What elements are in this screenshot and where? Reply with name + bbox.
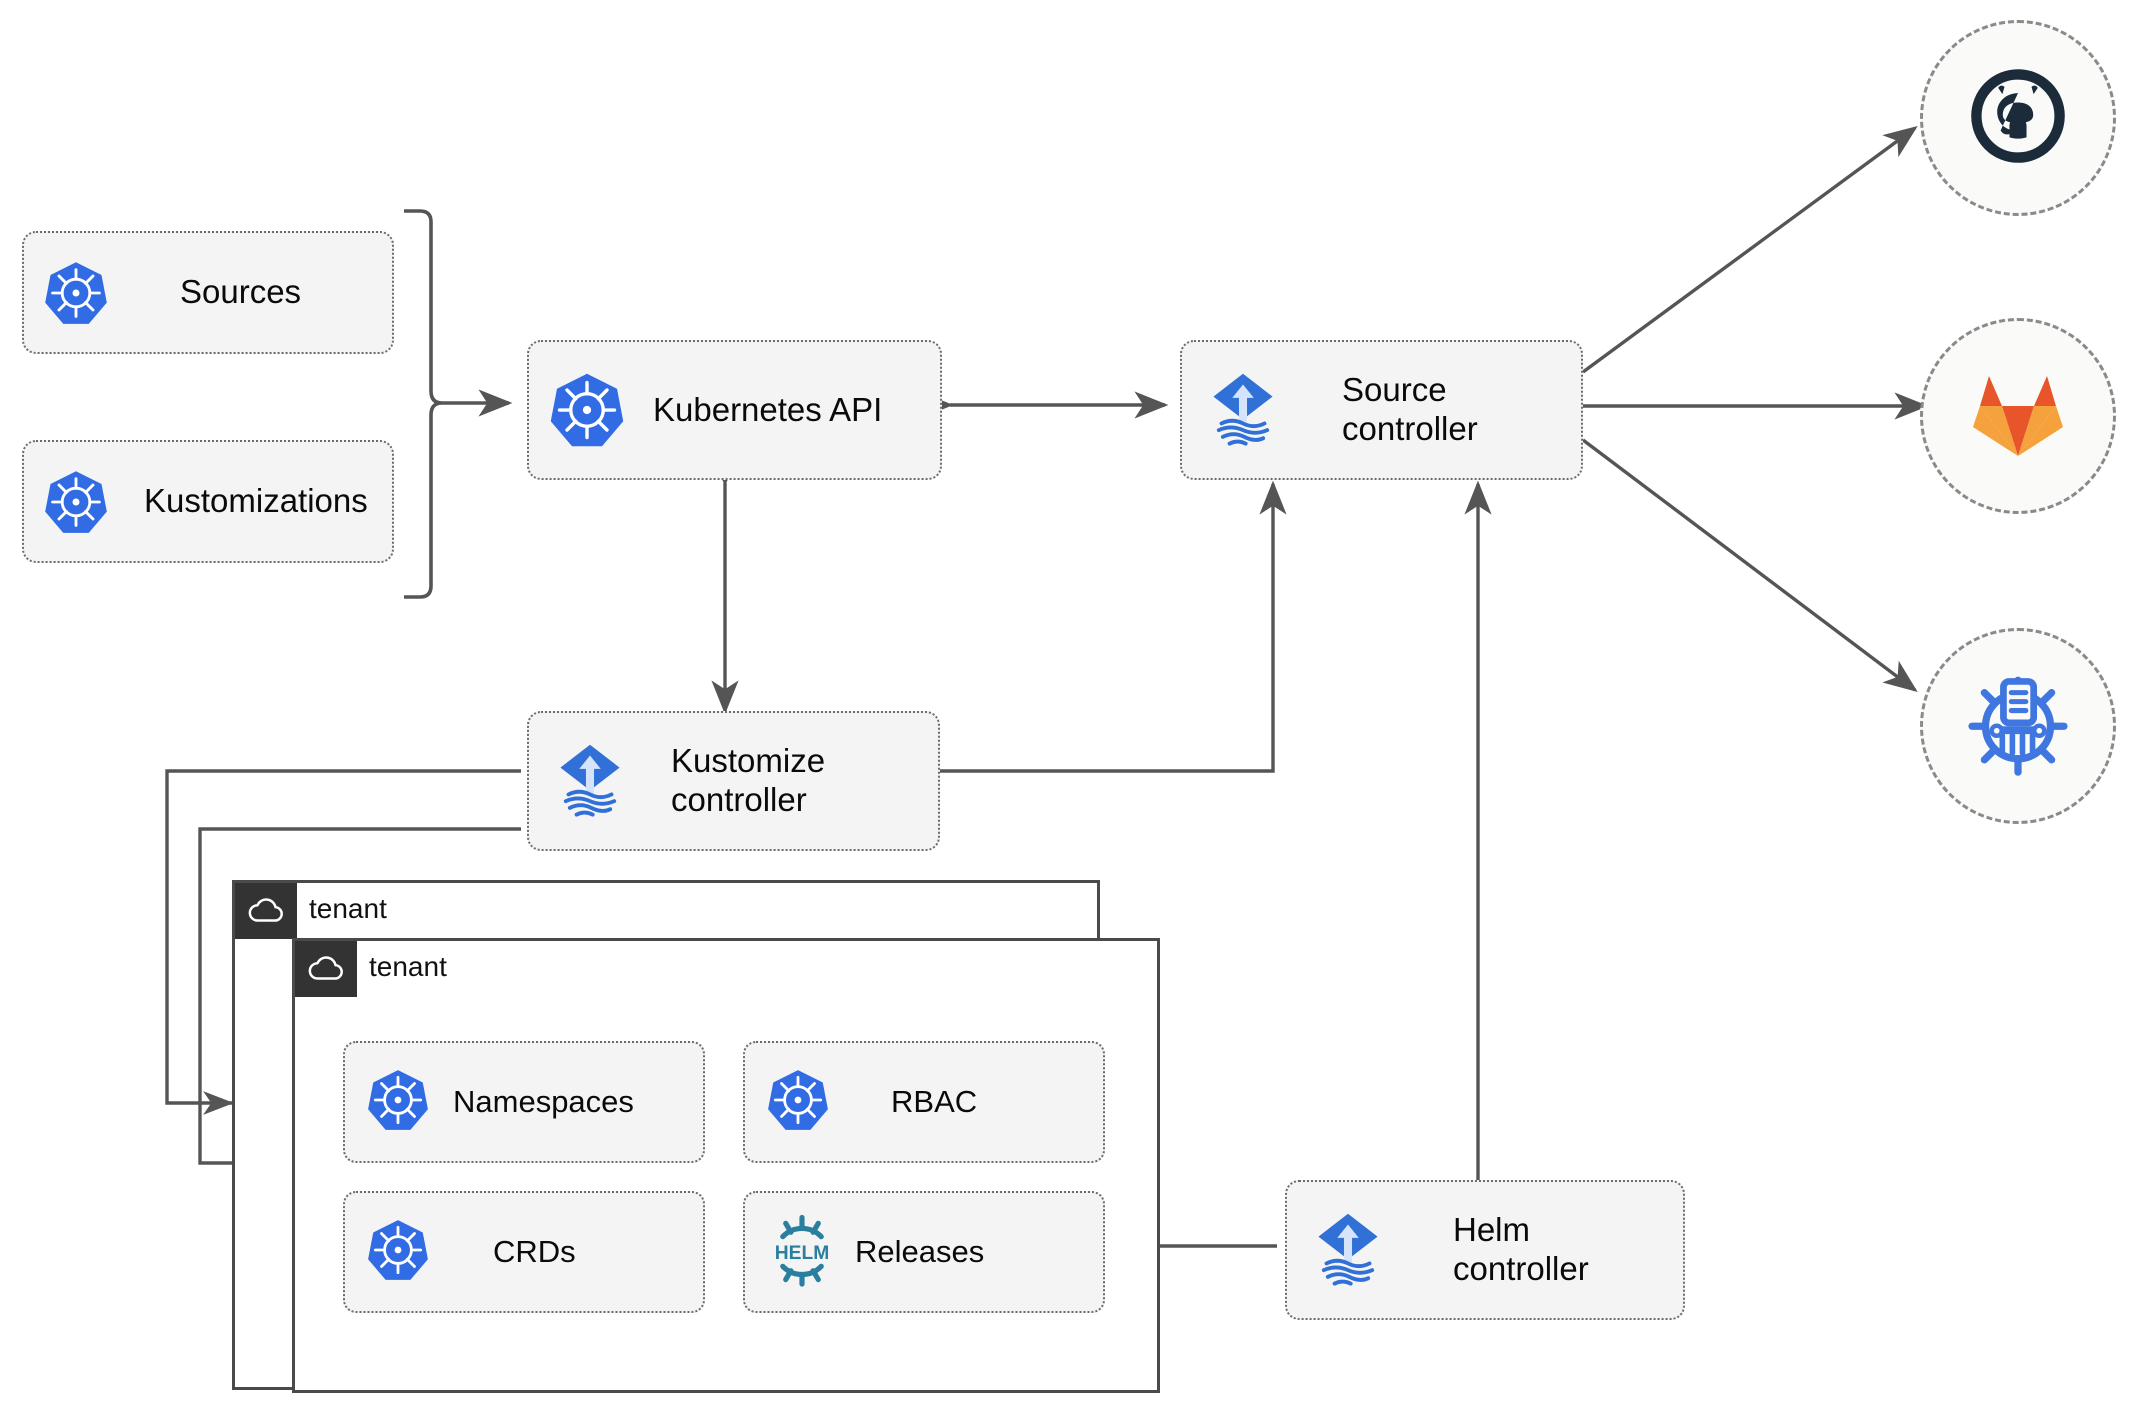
node-sources[interactable]: Sources bbox=[22, 231, 394, 354]
resource-rbac[interactable]: RBAC bbox=[743, 1041, 1105, 1163]
kubernetes-icon bbox=[547, 370, 627, 450]
node-label: Kustomize controller bbox=[671, 742, 826, 818]
cloud-icon bbox=[235, 883, 297, 939]
tenant-label: tenant bbox=[309, 893, 387, 924]
flux-icon bbox=[1200, 367, 1286, 453]
node-label: Kubernetes API bbox=[653, 390, 883, 428]
flux-icon bbox=[547, 738, 633, 824]
resource-label: Releases bbox=[855, 1234, 985, 1269]
kubernetes-icon bbox=[42, 468, 110, 536]
tenant-container-inner[interactable]: tenant Namespaces bbox=[292, 938, 1160, 1393]
cloud-icon bbox=[295, 941, 357, 997]
resource-label: RBAC bbox=[891, 1084, 978, 1119]
helm-repository-icon bbox=[1962, 668, 2074, 785]
helm-icon: HELM bbox=[765, 1213, 839, 1292]
node-source-controller[interactable]: Source controller bbox=[1180, 340, 1583, 480]
node-label: Source controller bbox=[1342, 371, 1478, 447]
svg-text:HELM: HELM bbox=[775, 1242, 830, 1263]
node-label: Kustomizations bbox=[144, 482, 368, 520]
kubernetes-icon bbox=[765, 1067, 831, 1138]
github-icon bbox=[1966, 64, 2070, 173]
tenant-label: tenant bbox=[369, 951, 447, 982]
endpoint-helm-repository[interactable] bbox=[1920, 628, 2116, 824]
node-kustomizations[interactable]: Kustomizations bbox=[22, 440, 394, 563]
node-label: Helm controller bbox=[1453, 1211, 1589, 1287]
node-kustomize-controller[interactable]: Kustomize controller bbox=[527, 711, 940, 851]
endpoint-gitlab[interactable] bbox=[1920, 318, 2116, 514]
flux-icon bbox=[1305, 1207, 1391, 1293]
node-helm-controller[interactable]: Helm controller bbox=[1285, 1180, 1685, 1320]
kubernetes-icon bbox=[365, 1217, 431, 1288]
node-kubernetes-api[interactable]: Kubernetes API bbox=[527, 340, 942, 480]
resource-label: CRDs bbox=[493, 1234, 576, 1269]
resource-namespaces[interactable]: Namespaces bbox=[343, 1041, 705, 1163]
kubernetes-icon bbox=[42, 259, 110, 327]
endpoint-github[interactable] bbox=[1920, 20, 2116, 216]
resource-releases[interactable]: HELM Releases bbox=[743, 1191, 1105, 1313]
kubernetes-icon bbox=[365, 1067, 431, 1138]
gitlab-icon bbox=[1968, 368, 2068, 465]
resource-crds[interactable]: CRDs bbox=[343, 1191, 705, 1313]
resource-label: Namespaces bbox=[453, 1084, 634, 1119]
node-label: Sources bbox=[180, 273, 302, 311]
